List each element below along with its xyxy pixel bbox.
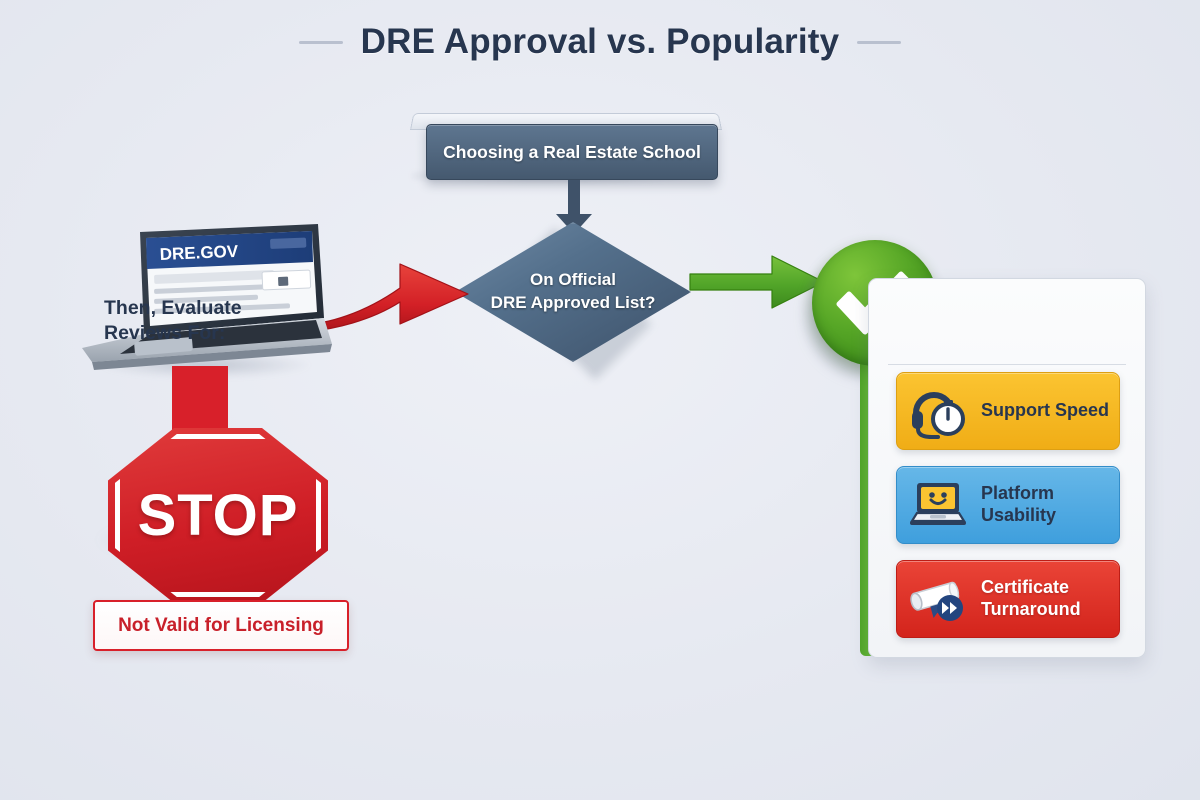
card-title-line1: Then, Evaluate (104, 297, 242, 319)
tile-label-line1: Platform (981, 483, 1055, 504)
decision-label-line2: DRE Approved List? (490, 293, 656, 312)
tile-label-line1: Support Speed (981, 400, 1110, 421)
start-box-body: Choosing a Real Estate School (426, 124, 718, 180)
stop-sign-inner-border (115, 434, 321, 597)
criteria-tile-platform-usability[interactable]: Platform Usability (896, 466, 1120, 544)
card-divider (888, 364, 1126, 365)
stop-sign-octagon (108, 428, 328, 603)
down-connector-line (568, 180, 580, 222)
green-arrow-icon (689, 255, 825, 309)
red-curved-arrow-icon (297, 263, 469, 332)
stop-sign-text: STOP (137, 483, 299, 548)
tile-label-line1: Certificate (981, 577, 1070, 598)
laptop-smiley-icon (905, 474, 971, 536)
title-text: DRE Approval vs. Popularity (360, 22, 840, 61)
not-valid-callout-text: Not Valid for Licensing (118, 614, 324, 636)
not-valid-callout: Not Valid for Licensing (93, 600, 349, 651)
title-rule-left (298, 40, 343, 44)
criteria-tile-label: Support Speed (981, 400, 1109, 422)
laptop-screen: DRE.GOV (140, 224, 324, 334)
criteria-tile-certificate-turnaround[interactable]: Certificate Turnaround (896, 560, 1120, 638)
laptop-base (82, 318, 332, 370)
criteria-tile-label: Platform Usability (981, 483, 1056, 527)
tile-label-line2: Turnaround (981, 599, 1081, 619)
start-box-label: Choosing a Real Estate School (443, 141, 701, 162)
evaluation-card-title: Then, Evaluate Reviews For: (104, 296, 284, 347)
stop-sign: STOP (108, 428, 328, 603)
card-title-line2: Reviews For: (104, 322, 226, 345)
headset-stopwatch-icon (905, 380, 971, 442)
decision-shape: On Official DRE Approved List? (455, 222, 691, 362)
title-rule-right (857, 40, 902, 44)
dre-gov-header-text: DRE.GOV (159, 242, 239, 264)
page-title: DRE Approval vs. Popularity (0, 22, 1200, 62)
start-process-box: Choosing a Real Estate School (404, 112, 726, 184)
decision-diamond: On Official DRE Approved List? (455, 222, 691, 381)
decision-label-line1: On Official (530, 270, 616, 290)
criteria-tile-label: Certificate Turnaround (981, 577, 1081, 621)
laptop-dre-website: DRE.GOV (82, 224, 332, 370)
diploma-fastforward-icon (905, 568, 971, 630)
criteria-tile-support-speed[interactable]: Support Speed (896, 372, 1120, 450)
decision-label: On Official DRE Approved List? (491, 269, 656, 315)
tile-label-line2: Usability (981, 505, 1057, 525)
